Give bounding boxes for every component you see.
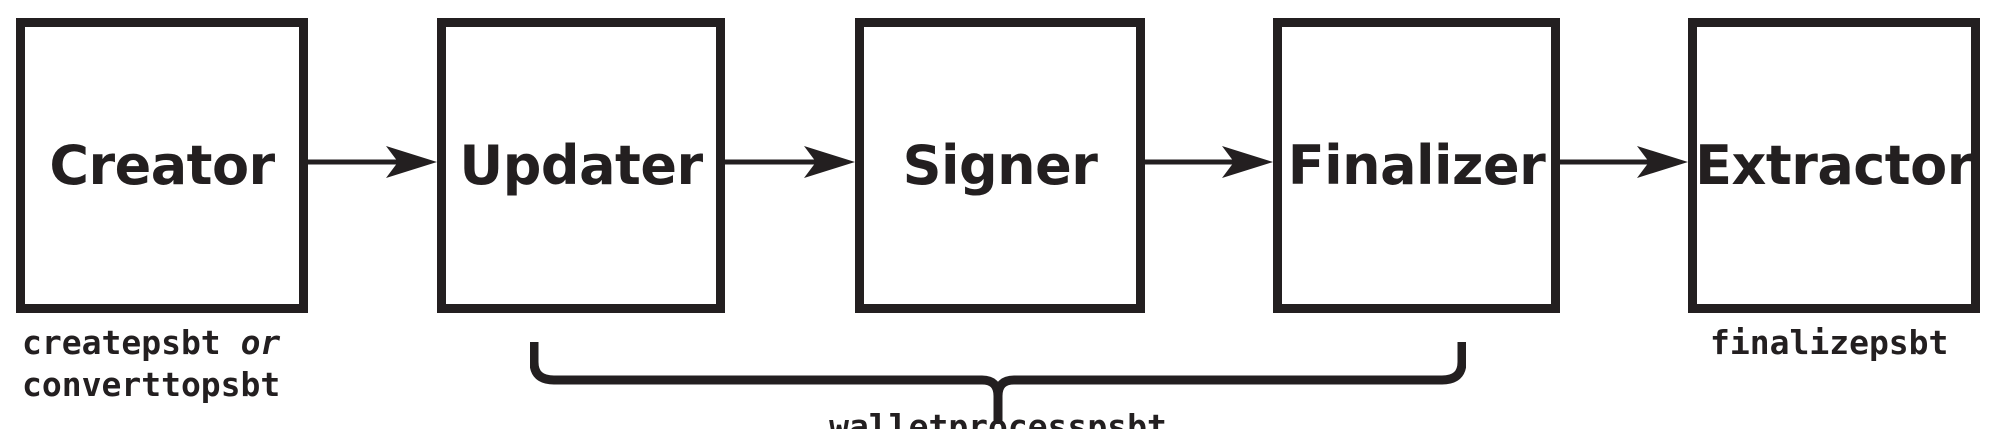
stage-label-creator: Creator — [49, 133, 275, 197]
stage-box-updater: Updater — [437, 18, 725, 313]
arrow-icon-finalizer-to-extractor — [1560, 146, 1688, 178]
extractor-command-label: finalizepsbt — [1710, 322, 1948, 364]
creator-command-line-1: createpsbt or — [22, 322, 280, 364]
creator-command-line-2: converttopsbt — [22, 365, 281, 405]
walletprocesspsbt-brace — [529, 340, 1467, 425]
walletprocesspsbt-caption: walletprocesspsbt — [829, 407, 1167, 429]
stage-box-finalizer: Finalizer — [1273, 18, 1560, 313]
creator-command-createpsbt: createpsbt — [22, 323, 221, 362]
creator-command-label: createpsbt or converttopsbt — [22, 322, 280, 406]
stage-label-finalizer: Finalizer — [1287, 133, 1546, 197]
brace-icon — [529, 342, 1467, 425]
extractor-command-finalizepsbt: finalizepsbt — [1710, 323, 1949, 362]
arrow-icon-updater-to-signer — [725, 146, 855, 178]
stage-label-signer: Signer — [902, 133, 1098, 197]
creator-command-conjunction: or — [240, 323, 281, 362]
stage-label-updater: Updater — [459, 133, 703, 197]
stage-box-extractor: Extractor — [1688, 18, 1980, 313]
stage-box-creator: Creator — [16, 18, 308, 313]
stage-box-signer: Signer — [855, 18, 1145, 313]
stage-label-extractor: Extractor — [1695, 133, 1973, 197]
arrow-icon-creator-to-updater — [308, 146, 437, 178]
arrow-icon-signer-to-finalizer — [1145, 146, 1273, 178]
